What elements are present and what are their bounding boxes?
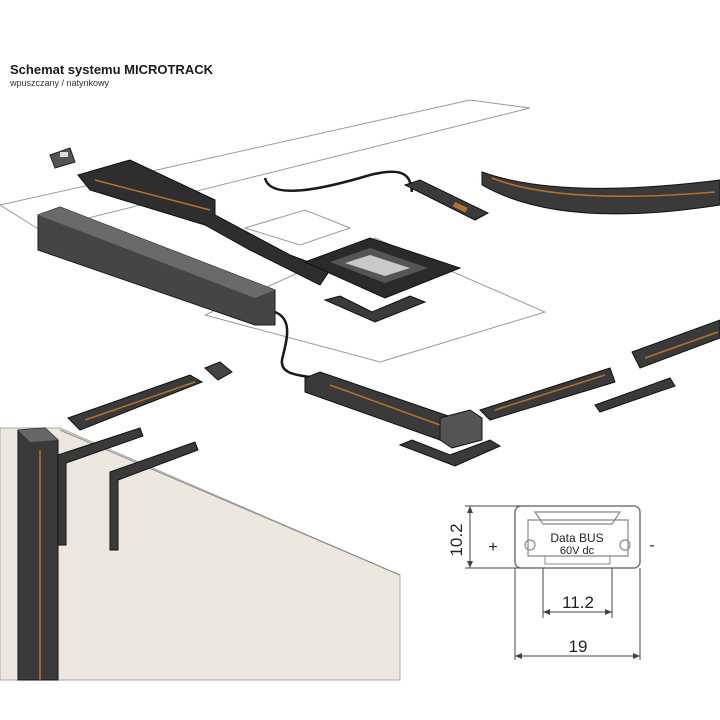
curved-track: [481, 171, 720, 215]
outer-width-dimension: 19: [569, 637, 588, 656]
power-cable: [263, 170, 414, 380]
end-clip: [49, 147, 76, 169]
dimension-lines: [465, 505, 641, 660]
profile-cross-section: [514, 505, 641, 569]
connector-module: [403, 179, 490, 221]
plus-sign: +: [488, 539, 497, 556]
minus-sign: -: [649, 537, 654, 554]
surface-track-center: [304, 371, 461, 441]
diagram-title: Schemat systemu MICROTRACK: [10, 62, 213, 77]
profile-label-line2: 60V dc: [560, 545, 595, 557]
corner-cap: [439, 409, 483, 449]
right-track-mid: [479, 367, 616, 421]
surface-housing: [37, 206, 276, 326]
end-cap-small: [204, 361, 233, 381]
right-track-upper: [631, 319, 720, 369]
flat-l-connector-lower: [398, 439, 502, 467]
left-track-short: [67, 374, 204, 431]
dimension-arrows: [467, 506, 640, 659]
flat-l-connector: [323, 295, 427, 323]
vertical-wall-track: [17, 427, 59, 681]
diagram-subtitle: wpuszczany / natynkowy: [10, 78, 110, 88]
height-dimension: 10.2: [447, 523, 466, 556]
right-connector-strip: [594, 377, 676, 413]
wall: [0, 427, 401, 681]
inner-width-dimension: 11.2: [562, 593, 594, 612]
profile-label-line1: Data BUS: [550, 531, 603, 545]
angle-bracket-right: [109, 441, 199, 551]
square-recess-frame: [303, 237, 462, 299]
